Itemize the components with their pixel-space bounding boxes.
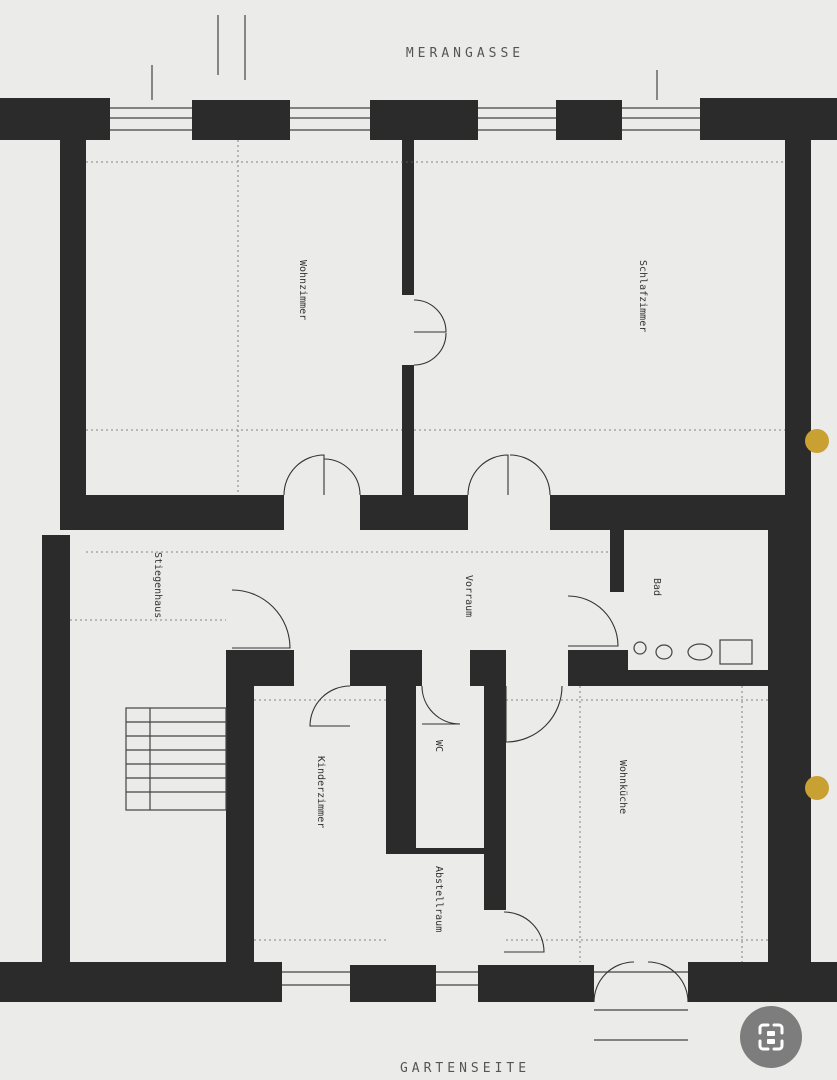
fixture-marker — [805, 776, 829, 800]
wall-top-4 — [556, 100, 622, 140]
wall-bottom-1 — [0, 962, 282, 1002]
windows-top — [110, 107, 700, 131]
visual-search-icon — [758, 1023, 784, 1051]
wall-bath-bottom-1 — [568, 650, 628, 686]
room-label: Vorraum — [463, 575, 474, 617]
room-label: Schlafzimmer — [637, 260, 648, 332]
visual-search-button[interactable] — [740, 1006, 802, 1068]
wall-left-upper — [60, 140, 86, 525]
wall-right-upper — [785, 140, 811, 530]
staircase — [125, 707, 227, 811]
wall-h-3 — [550, 495, 811, 530]
fixture-marker — [805, 429, 829, 453]
wall-h-1 — [60, 495, 284, 530]
wall-left-lower — [42, 535, 70, 975]
room-label: Abstellraum — [433, 866, 444, 932]
room-label: Wohnküche — [617, 760, 628, 814]
wall-right-lower — [768, 530, 811, 970]
wall-bottom-3 — [478, 965, 594, 1002]
wall-bottom-4 — [688, 962, 837, 1002]
wall-top-2 — [192, 100, 290, 140]
room-label: WC — [433, 740, 444, 752]
room-label: Stiegenhaus — [152, 552, 163, 618]
wall-wc-right — [484, 650, 506, 910]
wall-top-3 — [370, 100, 478, 140]
margin-notes — [151, 15, 658, 100]
wall-bottom-2 — [350, 965, 436, 1002]
wall-mid-top-1 — [402, 140, 414, 295]
room-label: Bad — [651, 578, 662, 596]
walls — [0, 98, 837, 1002]
wall-top-1 — [0, 98, 110, 140]
wall-core-left — [226, 650, 254, 975]
wall-top-5 — [700, 98, 837, 140]
bath-fixtures — [633, 639, 753, 665]
wall-wc-left — [386, 650, 416, 850]
wall-mid-top-2 — [402, 365, 414, 495]
dimension-lines — [70, 140, 785, 962]
room-label: Wohnzimmer — [297, 260, 308, 320]
street-label-bottom: GARTENSEITE — [400, 1061, 530, 1076]
wall-h-2 — [360, 495, 468, 530]
doors — [231, 299, 689, 1003]
room-labels: Wohnzimmer Schlafzimmer Vorraum Bad WC A… — [152, 260, 662, 932]
wall-bath-left — [610, 530, 624, 592]
wall-wc-bottom — [386, 848, 504, 854]
windows-bottom — [282, 971, 688, 1041]
street-label-top: MERANGASSE — [406, 46, 524, 61]
room-label: Kinderzimmer — [315, 756, 326, 828]
wall-bath-bottom-2 — [622, 670, 768, 686]
